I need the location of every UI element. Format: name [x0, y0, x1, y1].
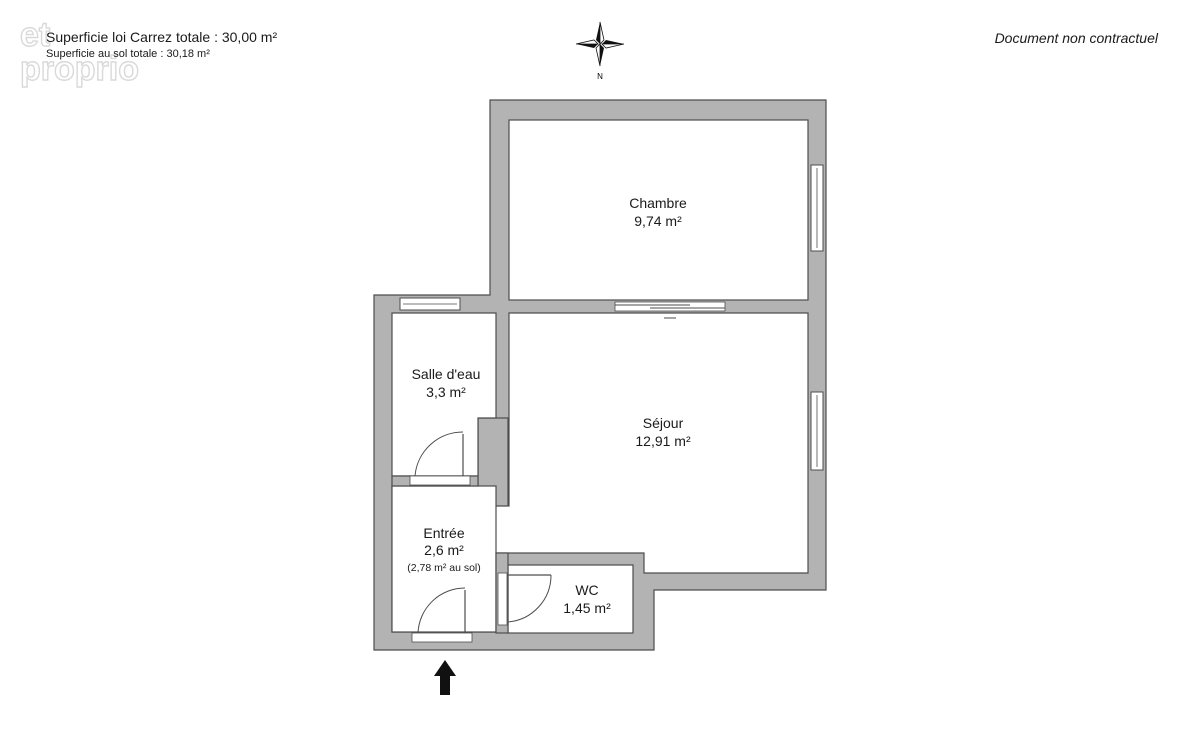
room-name-chambre: Chambre — [629, 195, 687, 211]
room-name-wc: WC — [575, 582, 598, 598]
room-entree — [391, 485, 497, 633]
door-wc — [497, 572, 552, 626]
room-area-chambre: 9,74 m² — [634, 213, 682, 229]
door-salle-deau — [409, 431, 471, 486]
disclaimer-text: Document non contractuel — [994, 30, 1158, 46]
compass-rose-icon — [575, 21, 625, 67]
room-area-sejour: 12,91 m² — [635, 433, 691, 449]
door-entree — [411, 587, 473, 643]
room-chambre — [508, 119, 809, 301]
room-name-entree: Entrée — [423, 525, 464, 541]
room-area-salle-deau: 3,3 m² — [426, 384, 466, 400]
room-area-entree: 2,6 m² — [424, 542, 464, 558]
sliding-door — [614, 301, 726, 312]
entrance-arrow-icon — [434, 660, 456, 695]
sol-total-text: Superficie au sol totale : 30,18 m² — [46, 48, 210, 60]
room-note-entree: (2,78 m² au sol) — [407, 562, 481, 574]
room-area-wc: 1,45 m² — [563, 600, 611, 616]
carrez-total-text: Superficie loi Carrez totale : 30,00 m² — [46, 29, 278, 45]
room-name-sejour: Séjour — [643, 415, 684, 431]
room-wc — [507, 564, 634, 634]
compass-north-label: N — [597, 72, 603, 81]
room-name-salle-deau: Salle d'eau — [412, 366, 481, 382]
